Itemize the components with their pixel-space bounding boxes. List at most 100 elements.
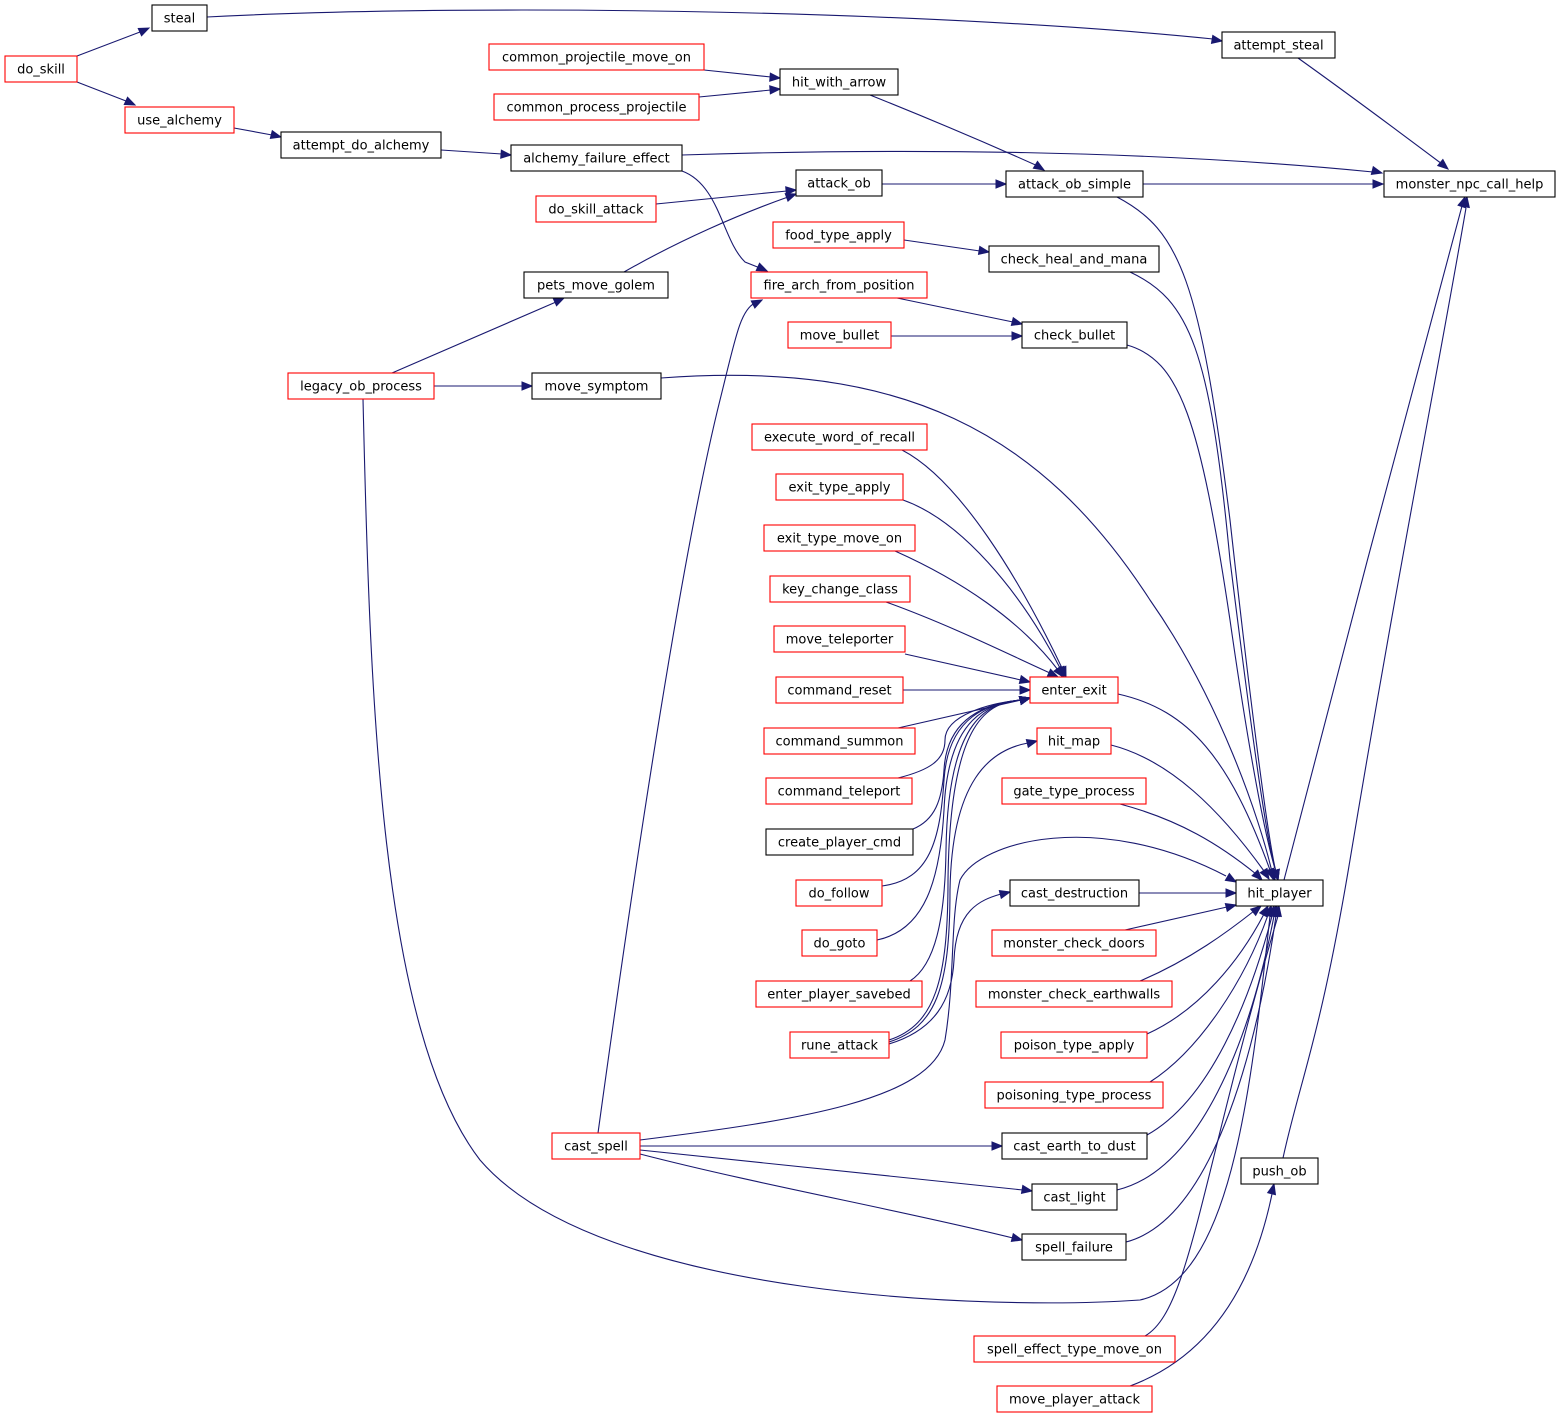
node-box[interactable]	[1001, 1132, 1148, 1160]
node-do_goto[interactable]: do_goto	[801, 929, 878, 957]
node-box[interactable]	[280, 131, 442, 159]
node-box[interactable]	[1031, 1183, 1118, 1211]
node-check_bullet[interactable]: check_bullet	[1021, 321, 1128, 349]
node-box[interactable]	[1029, 676, 1119, 704]
node-move_symptom[interactable]: move_symptom	[531, 372, 662, 400]
node-box[interactable]	[751, 423, 928, 451]
node-box[interactable]	[795, 169, 883, 197]
node-fire_arch_from_position[interactable]: fire_arch_from_position	[750, 271, 928, 299]
node-common_process_projectile[interactable]: common_process_projectile	[493, 93, 700, 121]
node-poison_type_apply[interactable]: poison_type_apply	[1000, 1031, 1148, 1059]
node-box[interactable]	[493, 93, 700, 121]
node-box[interactable]	[510, 144, 683, 172]
node-box[interactable]	[763, 727, 916, 755]
node-monster_check_doors[interactable]: monster_check_doors	[991, 929, 1157, 957]
node-alchemy_failure_effect[interactable]: alchemy_failure_effect	[510, 144, 683, 172]
node-box[interactable]	[531, 372, 662, 400]
node-box[interactable]	[287, 372, 435, 400]
node-move_teleporter[interactable]: move_teleporter	[773, 625, 906, 653]
node-box[interactable]	[4, 55, 78, 83]
node-attack_ob[interactable]: attack_ob	[795, 169, 883, 197]
node-box[interactable]	[1001, 777, 1147, 805]
node-push_ob[interactable]: push_ob	[1240, 1157, 1319, 1185]
node-box[interactable]	[535, 195, 657, 223]
node-create_player_cmd[interactable]: create_player_cmd	[765, 828, 914, 856]
node-box[interactable]	[1005, 170, 1144, 198]
node-box[interactable]	[772, 221, 905, 249]
node-gate_type_process[interactable]: gate_type_process	[1001, 777, 1147, 805]
node-box[interactable]	[789, 1031, 890, 1059]
node-box[interactable]	[765, 777, 913, 805]
node-box[interactable]	[795, 879, 883, 907]
node-attempt_steal[interactable]: attempt_steal	[1221, 31, 1336, 59]
node-cast_spell[interactable]: cast_spell	[551, 1132, 641, 1160]
node-box[interactable]	[991, 929, 1157, 957]
node-move_player_attack[interactable]: move_player_attack	[996, 1385, 1153, 1413]
node-attack_ob_simple[interactable]: attack_ob_simple	[1005, 170, 1144, 198]
node-box[interactable]	[1221, 31, 1336, 59]
node-box[interactable]	[551, 1132, 641, 1160]
node-hit_player[interactable]: hit_player	[1235, 879, 1324, 907]
node-food_type_apply[interactable]: food_type_apply	[772, 221, 905, 249]
node-exit_type_move_on[interactable]: exit_type_move_on	[763, 524, 916, 552]
node-do_skill[interactable]: do_skill	[4, 55, 78, 83]
node-box[interactable]	[975, 980, 1173, 1008]
node-exit_type_apply[interactable]: exit_type_apply	[775, 473, 904, 501]
node-spell_failure[interactable]: spell_failure	[1021, 1233, 1127, 1261]
node-box[interactable]	[523, 271, 669, 299]
node-cast_earth_to_dust[interactable]: cast_earth_to_dust	[1001, 1132, 1148, 1160]
node-spell_effect_type_move_on[interactable]: spell_effect_type_move_on	[973, 1335, 1176, 1363]
node-box[interactable]	[488, 43, 705, 71]
node-command_teleport[interactable]: command_teleport	[765, 777, 913, 805]
node-box[interactable]	[988, 245, 1160, 273]
node-command_summon[interactable]: command_summon	[763, 727, 916, 755]
node-move_bullet[interactable]: move_bullet	[787, 321, 892, 349]
node-box[interactable]	[775, 473, 904, 501]
node-box[interactable]	[775, 676, 904, 704]
node-box[interactable]	[1021, 1233, 1127, 1261]
node-box[interactable]	[750, 271, 928, 299]
node-box[interactable]	[787, 321, 892, 349]
node-box[interactable]	[769, 575, 911, 603]
node-execute_word_of_recall[interactable]: execute_word_of_recall	[751, 423, 928, 451]
node-box[interactable]	[1036, 727, 1112, 755]
node-legacy_ob_process[interactable]: legacy_ob_process	[287, 372, 435, 400]
node-box[interactable]	[151, 4, 208, 32]
node-monster_npc_call_help[interactable]: monster_npc_call_help	[1383, 170, 1556, 198]
node-rune_attack[interactable]: rune_attack	[789, 1031, 890, 1059]
node-poisoning_type_process[interactable]: poisoning_type_process	[984, 1081, 1164, 1109]
node-use_alchemy[interactable]: use_alchemy	[124, 106, 235, 134]
node-check_heal_and_mana[interactable]: check_heal_and_mana	[988, 245, 1160, 273]
node-box[interactable]	[773, 625, 906, 653]
node-box[interactable]	[124, 106, 235, 134]
node-box[interactable]	[779, 68, 899, 96]
node-hit_with_arrow[interactable]: hit_with_arrow	[779, 68, 899, 96]
node-cast_destruction[interactable]: cast_destruction	[1009, 879, 1140, 907]
node-cast_light[interactable]: cast_light	[1031, 1183, 1118, 1211]
node-box[interactable]	[1383, 170, 1556, 198]
node-box[interactable]	[765, 828, 914, 856]
node-attempt_do_alchemy[interactable]: attempt_do_alchemy	[280, 131, 442, 159]
node-box[interactable]	[973, 1335, 1176, 1363]
node-box[interactable]	[984, 1081, 1164, 1109]
node-enter_exit[interactable]: enter_exit	[1029, 676, 1119, 704]
node-key_change_class[interactable]: key_change_class	[769, 575, 911, 603]
node-box[interactable]	[1235, 879, 1324, 907]
node-enter_player_savebed[interactable]: enter_player_savebed	[755, 980, 923, 1008]
node-box[interactable]	[996, 1385, 1153, 1413]
node-pets_move_golem[interactable]: pets_move_golem	[523, 271, 669, 299]
node-box[interactable]	[763, 524, 916, 552]
node-do_follow[interactable]: do_follow	[795, 879, 883, 907]
node-monster_check_earthwalls[interactable]: monster_check_earthwalls	[975, 980, 1173, 1008]
node-box[interactable]	[755, 980, 923, 1008]
node-box[interactable]	[1000, 1031, 1148, 1059]
node-steal[interactable]: steal	[151, 4, 208, 32]
node-command_reset[interactable]: command_reset	[775, 676, 904, 704]
node-hit_map[interactable]: hit_map	[1036, 727, 1112, 755]
node-box[interactable]	[1009, 879, 1140, 907]
node-box[interactable]	[1240, 1157, 1319, 1185]
node-box[interactable]	[1021, 321, 1128, 349]
node-common_projectile_move_on[interactable]: common_projectile_move_on	[488, 43, 705, 71]
node-box[interactable]	[801, 929, 878, 957]
node-do_skill_attack[interactable]: do_skill_attack	[535, 195, 657, 223]
